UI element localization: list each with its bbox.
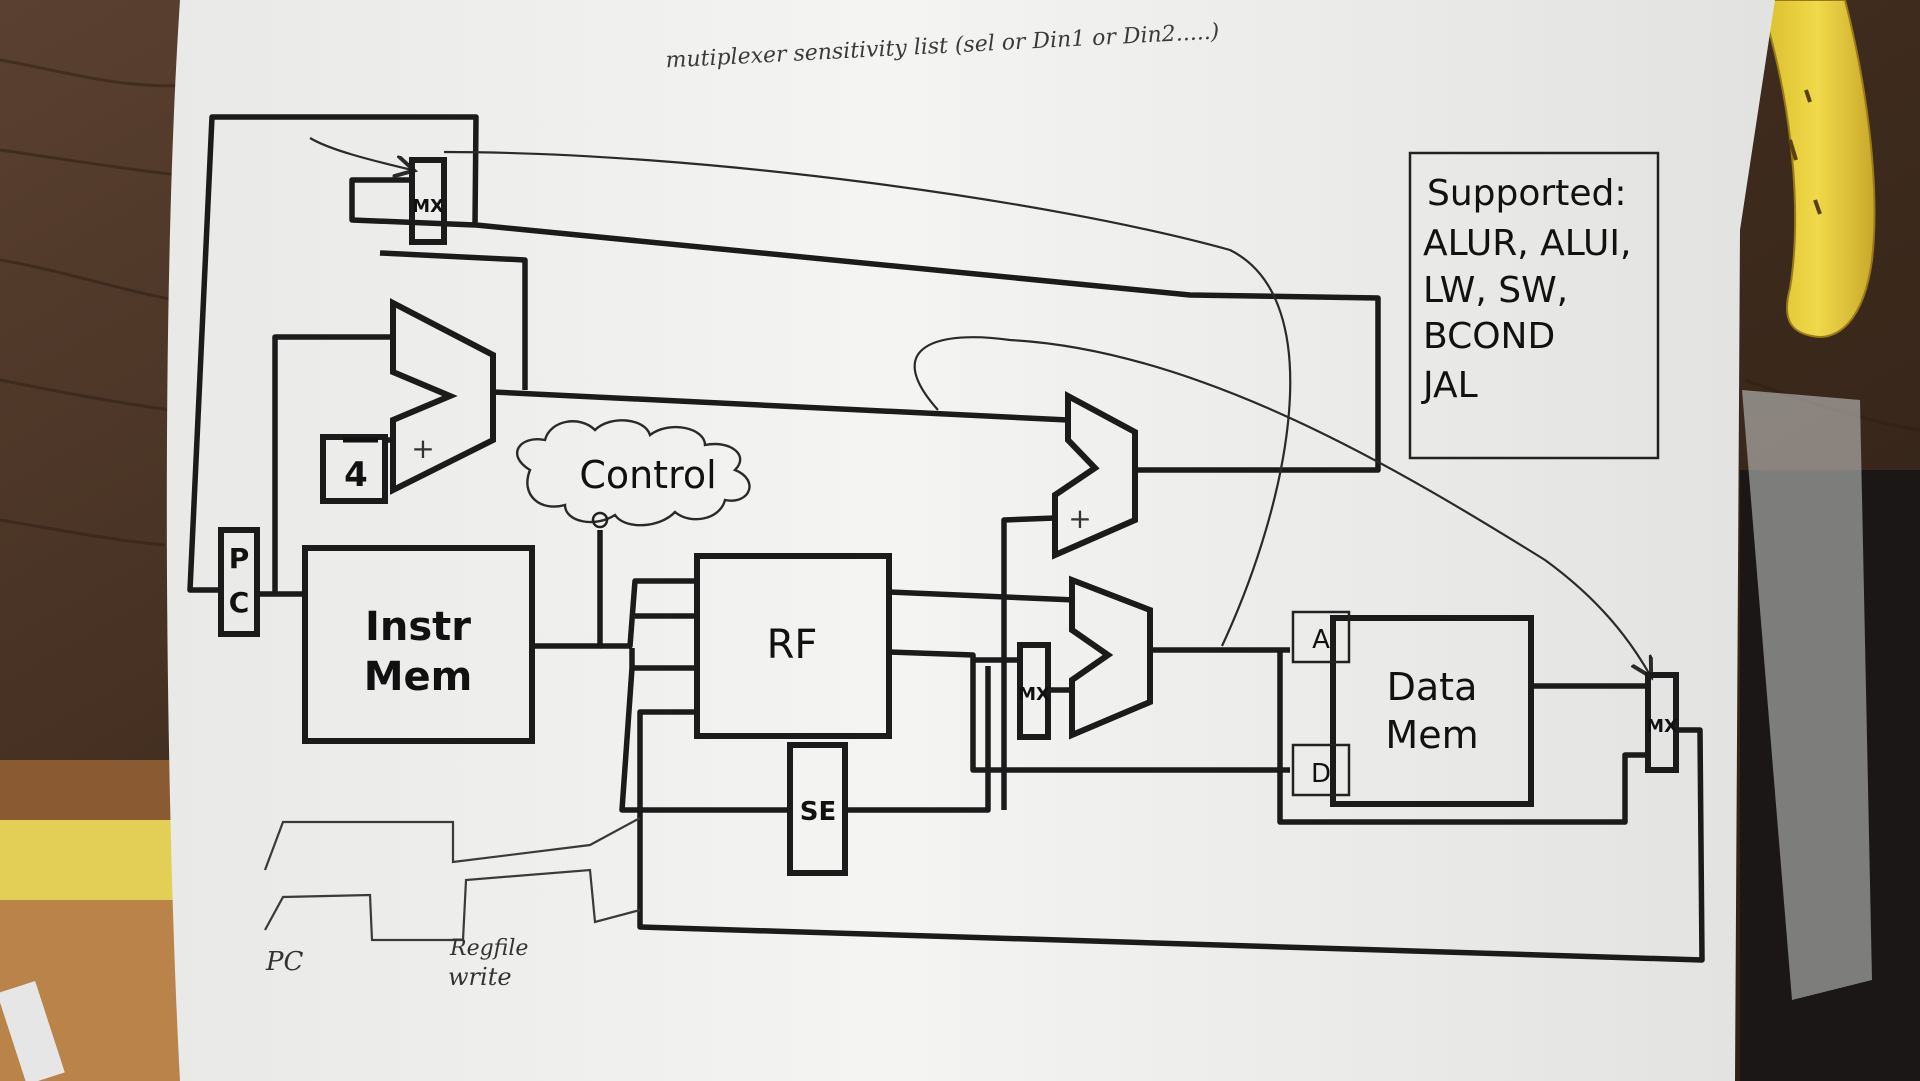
instr-mem-label-2: Mem: [364, 654, 473, 700]
rf-block: [694, 553, 892, 739]
banana: [1758, 0, 1876, 338]
wire-alu-bypass: [1277, 650, 1650, 825]
alu: [1069, 575, 1153, 740]
datapath-diagram: P C 4 + MX Instr Mem Control RF: [187, 114, 1705, 991]
mux-alu-label: MX: [1018, 684, 1050, 705]
wire-jump-long: [475, 222, 1381, 473]
plastic-bag: [1742, 390, 1872, 1000]
se-label: SE: [800, 797, 837, 827]
port-d-label: D: [1311, 759, 1331, 789]
wire-mux-top-out: [379, 250, 528, 390]
wire-thin-top-curve: [443, 150, 1292, 647]
branch-adder-plus: +: [1068, 502, 1091, 535]
pc-label-p: P: [229, 542, 250, 575]
data-mem-label-1: Data: [1387, 665, 1478, 709]
mux-wb: [1645, 672, 1679, 773]
wire-writeback: [637, 709, 1705, 963]
banana-spots: [1788, 89, 1822, 215]
wire-rf-out-b: [888, 649, 1290, 773]
supported-title: Supported:: [1427, 173, 1626, 214]
timing-label-pc: PC: [265, 947, 303, 977]
mux-top: [409, 157, 447, 245]
data-mem-block: [1330, 615, 1534, 807]
wire-rf-out-a: [888, 589, 1076, 603]
pc-adder: [390, 298, 496, 495]
port-a-box: [1291, 610, 1351, 664]
supported-line-4: JAL: [1421, 365, 1478, 406]
control-label: Control: [579, 453, 716, 497]
const-4-box: [320, 434, 388, 504]
mux-wb-label: MX: [1646, 716, 1678, 737]
timing-sketch: PC Regfile write: [263, 817, 641, 991]
const-4-label: 4: [344, 455, 368, 495]
paper-sheet: [166, 0, 1775, 1081]
branch-adder: [1052, 390, 1138, 560]
port-a-label: A: [1312, 625, 1330, 655]
timing-label-regfile-1: Regfile: [449, 936, 528, 961]
supported-box: [1408, 151, 1660, 460]
wire-adder-out: [492, 389, 1069, 423]
supported-line-3: BCOND: [1423, 316, 1555, 357]
data-mem-label-2: Mem: [1385, 713, 1478, 757]
rf-label: RF: [767, 622, 818, 668]
wire-se-out: [845, 666, 991, 813]
white-pen: [0, 981, 65, 1081]
port-d-box: [1291, 743, 1351, 797]
control-cloud: [516, 419, 751, 527]
instr-mem-label-1: Instr: [365, 604, 471, 650]
wire-thin-jal-curve: [913, 336, 1650, 675]
supported-line-2: LW, SW,: [1423, 270, 1568, 311]
supported-line-1: ALUR, ALUI,: [1423, 223, 1631, 264]
timing-pc-wave-2: [264, 868, 641, 942]
wire-branch-adder-in: [1001, 515, 1056, 810]
wire-pc-to-adder: [272, 334, 390, 594]
pc-label-c: C: [229, 586, 250, 619]
pc-adder-plus: +: [411, 432, 434, 465]
timing-label-regfile-2: write: [448, 963, 512, 991]
wire-instr-bus: [600, 578, 790, 813]
wire-thin-to-mux: [309, 137, 412, 170]
pc-register: [218, 527, 260, 637]
timing-pc-wave: [263, 817, 641, 871]
wire-pc-loop: [187, 114, 479, 593]
mux-top-label: MX: [412, 196, 444, 217]
control-input-dot: [591, 511, 609, 529]
